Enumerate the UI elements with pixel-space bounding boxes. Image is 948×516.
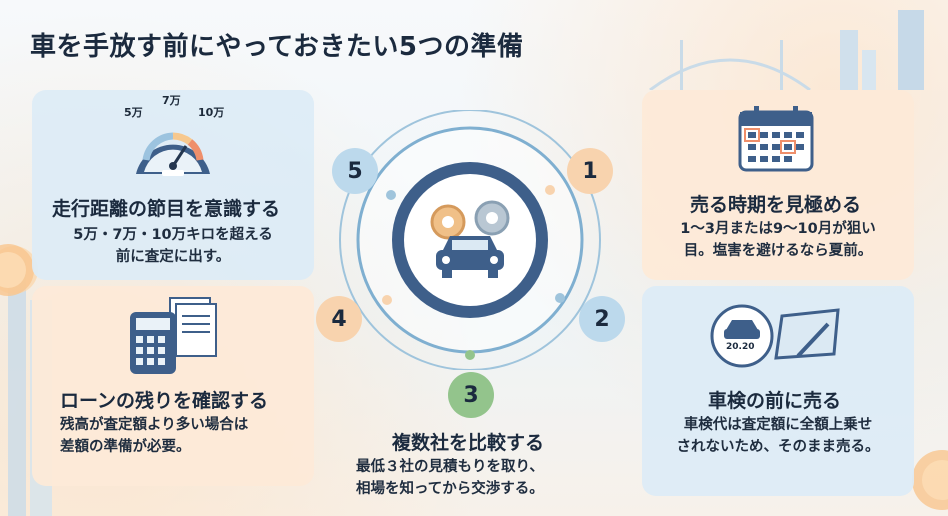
step-5-number: 5 (332, 148, 378, 194)
step-2-number: 2 (579, 296, 625, 342)
car-windshield-icon (710, 304, 840, 368)
step-2-line-2: されないため、そのまま売る。 (676, 439, 880, 455)
car-gears-icon (430, 200, 510, 278)
step-2-text: 車検代は査定額に全額上乗せ されないため、そのまま売る。 (642, 414, 914, 458)
ring-dot (545, 185, 555, 195)
ring-dot (382, 295, 392, 305)
step-1-line-2: 目。塩害を避けるなら夏前。 (683, 243, 873, 259)
speedometer-icon (136, 132, 210, 176)
calendar-icon (738, 106, 814, 172)
step-5-text: 5万・7万・10万キロを超える 前に査定に出す。 (32, 224, 314, 268)
step-3-text: 最低３社の見積もりを取り、 相場を知ってから交渉する。 (356, 456, 596, 500)
step-3-line-2: 相場を知ってから交渉する。 (356, 481, 544, 497)
step-5-line-2: 前に査定に出す。 (115, 249, 231, 265)
step-3-line-1: 最低３社の見積もりを取り、 (356, 459, 544, 475)
step-1-text: 1〜3月または9〜10月が狙い 目。塩害を避けるなら夏前。 (642, 218, 914, 262)
center-ring-diagram (339, 110, 601, 370)
step-1-card: 売る時期を見極める 1〜3月または9〜10月が狙い 目。塩害を避けるなら夏前。 (642, 90, 914, 280)
step-4-text: 残高が査定額より多い場合は 差額の準備が必要。 (60, 414, 248, 458)
gauge-label-10: 10万 (198, 106, 225, 119)
ring-dot (465, 350, 475, 360)
page-title: 車を手放す前にやっておきたい5つの準備 (30, 32, 524, 62)
calculator-document-icon (130, 297, 217, 374)
step-2-title: 車検の前に売る (708, 390, 842, 412)
step-4-line-2: 差額の準備が必要。 (60, 439, 191, 455)
step-4-card: ローンの残りを確認する 残高が査定額より多い場合は 差額の準備が必要。 (32, 286, 314, 486)
step-1-line-1: 1〜3月または9〜10月が狙い (680, 221, 876, 237)
step-4-line-1: 残高が査定額より多い場合は (60, 417, 249, 433)
step-2-line-1: 車検代は査定額に全額上乗せ (683, 417, 873, 433)
gauge-label-7: 7万 (162, 94, 181, 107)
step-5-line-1: 5万・7万・10万キロを超える (73, 227, 273, 243)
step-4-number: 4 (316, 296, 362, 342)
step-5-card: 5万 7万 10万 走行距離の節目を意識する 5万・7万・10万キロを超える 前… (32, 90, 314, 280)
step-1-title: 売る時期を見極める (690, 194, 862, 216)
ring-dot (386, 190, 396, 200)
step-4-title: ローンの残りを確認する (60, 390, 269, 412)
step-5-title: 走行距離の節目を意識する (52, 198, 281, 220)
inspection-badge: 20.20 (726, 342, 755, 352)
step-3-title: 複数社を比較する (392, 432, 545, 454)
step-3-number: 3 (448, 372, 494, 418)
ring-dot (555, 293, 565, 303)
step-2-card: 20.20 車検の前に売る 車検代は査定額に全額上乗せ されないため、そのまま売… (642, 286, 914, 496)
step-1-number: 1 (567, 148, 613, 194)
gauge-label-5: 5万 (124, 106, 143, 119)
